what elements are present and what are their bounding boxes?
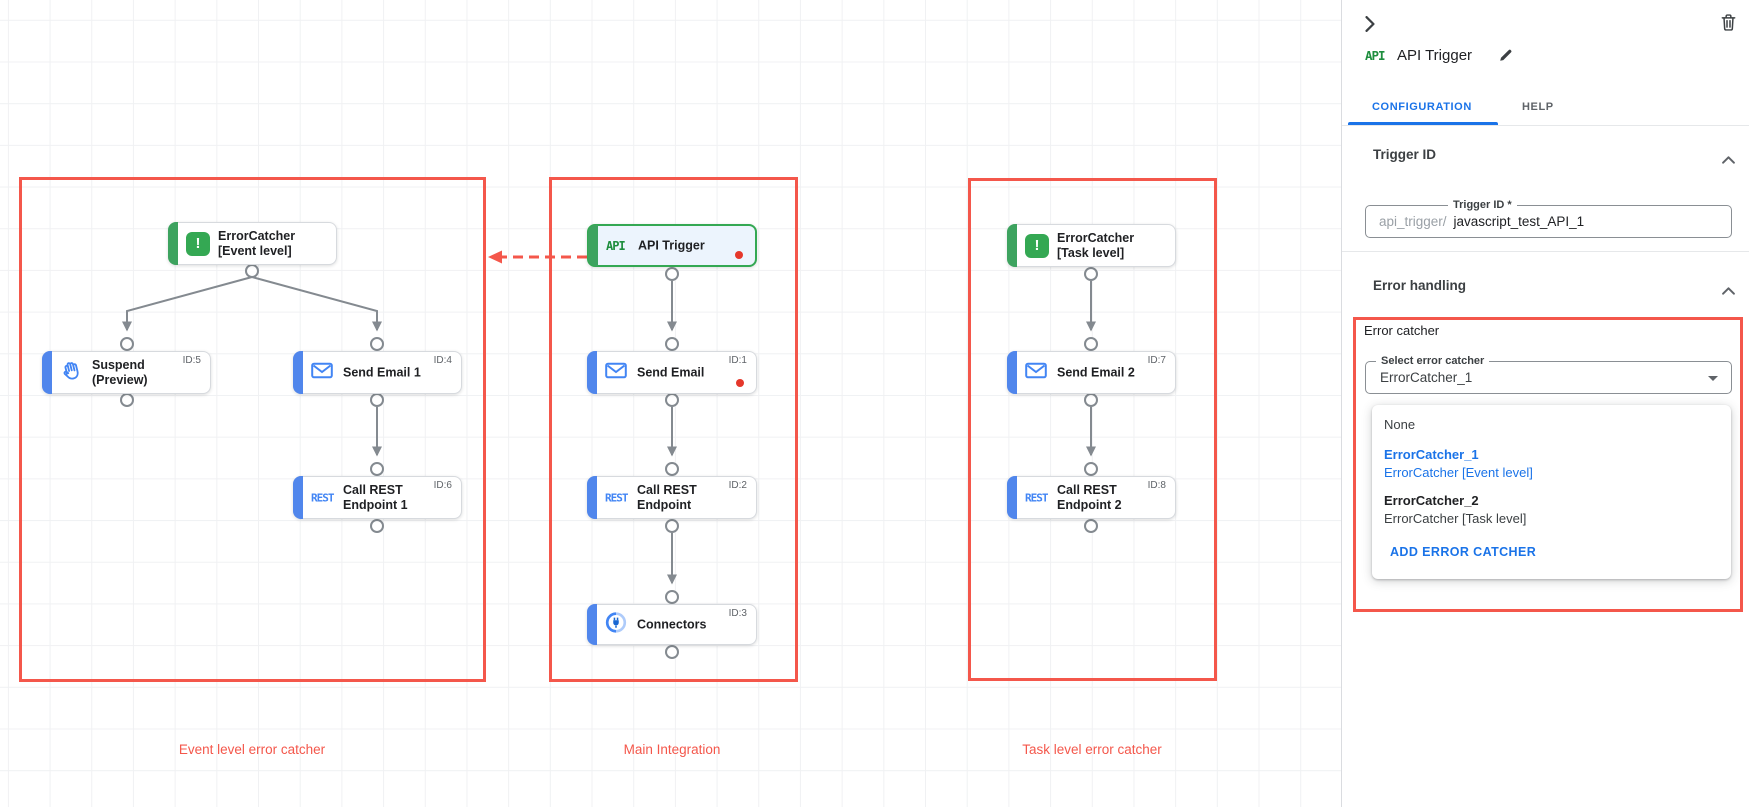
collapse-trigger-id-chevron-up-icon[interactable] xyxy=(1722,151,1735,169)
node-label: Suspend xyxy=(92,357,145,372)
error-status-dot xyxy=(735,251,743,259)
node-suspend[interactable]: Suspend(Preview) ID:5 xyxy=(42,351,211,394)
email-icon xyxy=(311,362,333,383)
trigger-id-field[interactable]: Trigger ID * api_trigger/javascript_test… xyxy=(1365,199,1732,238)
trigger-id-prefix: api_trigger/ xyxy=(1379,214,1447,229)
node-accent-bar xyxy=(1007,224,1017,267)
node-label-line2: Endpoint 1 xyxy=(343,497,408,512)
menu-item-none[interactable]: None xyxy=(1384,417,1416,432)
node-accent-bar xyxy=(168,222,178,265)
node-accent-bar xyxy=(587,476,597,519)
node-label-line2: Endpoint 2 xyxy=(1057,497,1122,512)
collapse-panel-chevron-icon[interactable] xyxy=(1364,16,1376,37)
node-send-email-2[interactable]: Send Email 2 ID:7 xyxy=(1007,351,1176,394)
panel-title: API Trigger xyxy=(1397,47,1473,64)
tabs-divider xyxy=(1342,125,1749,126)
collapse-error-handling-chevron-up-icon[interactable] xyxy=(1722,282,1735,300)
node-accent-bar xyxy=(588,225,598,266)
node-id: ID:3 xyxy=(728,608,747,619)
node-accent-bar xyxy=(293,476,303,519)
rest-icon: REST xyxy=(605,491,628,504)
node-label: Send Email xyxy=(637,365,705,379)
node-connectors[interactable]: Connectors ID:3 xyxy=(587,604,757,645)
select-error-catcher-dropdown[interactable]: Select error catcher ErrorCatcher_1 xyxy=(1365,355,1732,394)
annotation-box-task-level xyxy=(968,178,1217,681)
node-errorcatcher-task-level[interactable]: ! ErrorCatcher[Task level] xyxy=(1007,224,1176,267)
select-error-catcher-value: ErrorCatcher_1 xyxy=(1380,370,1473,385)
node-errorcatcher-event-level[interactable]: ! ErrorCatcher[Event level] xyxy=(168,222,337,265)
node-api-trigger[interactable]: API API Trigger xyxy=(587,224,757,267)
error-catcher-icon: ! xyxy=(1025,233,1049,258)
add-error-catcher-button[interactable]: ADD ERROR CATCHER xyxy=(1390,545,1537,559)
hand-icon xyxy=(60,359,82,386)
email-icon xyxy=(1025,362,1047,383)
menu-item-errorcatcher-2-desc[interactable]: ErrorCatcher [Task level] xyxy=(1384,511,1527,526)
config-panel: API API Trigger CONFIGURATION HELP Trigg… xyxy=(1341,0,1749,807)
node-send-email[interactable]: Send Email ID:1 xyxy=(587,351,757,394)
active-tab-underline xyxy=(1348,122,1498,125)
trigger-id-section-header[interactable]: Trigger ID xyxy=(1373,147,1437,162)
node-label: Call REST xyxy=(637,482,697,497)
group-label-task-level: Task level error catcher xyxy=(1022,742,1162,757)
section-divider xyxy=(1342,251,1749,252)
error-status-dot xyxy=(736,379,744,387)
email-icon xyxy=(605,362,627,383)
node-label: Send Email 1 xyxy=(343,365,421,379)
integration-canvas[interactable]: ! ErrorCatcher[Event level] Suspend(Prev… xyxy=(0,0,1341,807)
node-accent-bar xyxy=(42,351,52,394)
node-id: ID:4 xyxy=(433,355,452,366)
node-send-email-1[interactable]: Send Email 1 ID:4 xyxy=(293,351,462,394)
node-id: ID:1 xyxy=(728,355,747,366)
node-id: ID:8 xyxy=(1147,480,1166,491)
node-label: Call REST xyxy=(1057,482,1117,497)
group-label-main-integration: Main Integration xyxy=(623,742,721,757)
node-accent-bar xyxy=(587,351,597,394)
node-label: Send Email 2 xyxy=(1057,365,1135,379)
delete-trigger-trash-icon[interactable] xyxy=(1721,14,1736,36)
node-label-line2: [Task level] xyxy=(1057,245,1125,260)
node-accent-bar xyxy=(293,351,303,394)
node-accent-bar xyxy=(1007,351,1017,394)
group-label-event-level: Event level error catcher xyxy=(178,742,326,757)
edit-title-pencil-icon[interactable] xyxy=(1498,47,1514,68)
node-id: ID:2 xyxy=(728,480,747,491)
error-catcher-label: Error catcher xyxy=(1364,323,1440,338)
node-label: Connectors xyxy=(637,617,707,631)
connectors-icon xyxy=(605,611,627,638)
node-label: ErrorCatcher xyxy=(1057,230,1135,245)
node-label-line2: (Preview) xyxy=(92,372,148,387)
dropdown-arrow-icon xyxy=(1708,376,1718,381)
tab-help[interactable]: HELP xyxy=(1522,101,1554,113)
error-handling-section-header[interactable]: Error handling xyxy=(1373,278,1467,293)
menu-item-errorcatcher-1-desc[interactable]: ErrorCatcher [Event level] xyxy=(1384,465,1533,480)
error-link-arrowhead xyxy=(488,250,502,264)
tab-configuration[interactable]: CONFIGURATION xyxy=(1372,101,1472,113)
node-label: Call REST xyxy=(343,482,403,497)
annotation-box-main xyxy=(549,177,798,682)
select-error-catcher-label: Select error catcher xyxy=(1376,355,1490,367)
menu-item-errorcatcher-1[interactable]: ErrorCatcher_1 xyxy=(1384,447,1479,462)
trigger-id-value: javascript_test_API_1 xyxy=(1453,214,1585,229)
node-label: ErrorCatcher xyxy=(218,228,296,243)
node-label-line2: Endpoint xyxy=(637,497,692,512)
rest-icon: REST xyxy=(1025,491,1048,504)
error-catcher-icon: ! xyxy=(186,231,210,256)
trigger-id-field-label: Trigger ID * xyxy=(1448,199,1517,211)
node-id: ID:5 xyxy=(182,355,201,366)
node-id: ID:7 xyxy=(1147,355,1166,366)
node-accent-bar xyxy=(587,604,597,645)
node-label: API Trigger xyxy=(638,238,705,252)
node-label-line2: [Event level] xyxy=(218,243,292,258)
api-badge: API xyxy=(1365,48,1386,63)
node-id: ID:6 xyxy=(433,480,452,491)
error-catcher-menu: None ErrorCatcher_1 ErrorCatcher [Event … xyxy=(1372,405,1731,579)
menu-item-errorcatcher-2[interactable]: ErrorCatcher_2 xyxy=(1384,493,1479,508)
api-trigger-icon: API xyxy=(606,238,626,253)
node-accent-bar xyxy=(1007,476,1017,519)
rest-icon: REST xyxy=(311,491,334,504)
annotation-box-event-level xyxy=(19,177,486,682)
